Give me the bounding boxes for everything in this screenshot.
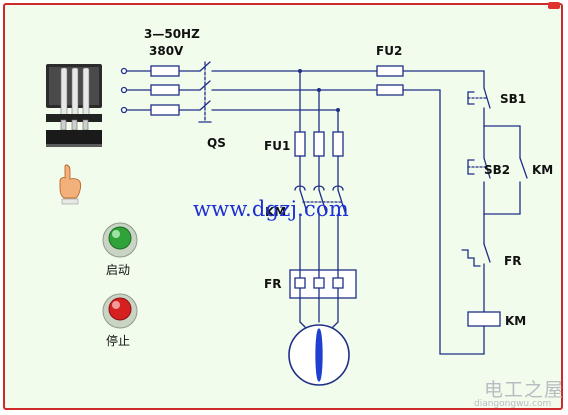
km-aux-contact xyxy=(519,125,528,215)
fr-aux-contact xyxy=(461,243,491,313)
sb1-label: SB1 xyxy=(500,92,527,106)
fr-thermal-relay xyxy=(289,269,357,299)
sb2-contact xyxy=(467,157,491,215)
fu2-label: FU2 xyxy=(376,44,403,58)
watermark-url: www.dgzj.com xyxy=(193,197,349,221)
fr-aux-label: FR xyxy=(504,254,522,268)
km-aux-label: KM xyxy=(532,163,554,177)
km-main-label: KM xyxy=(265,205,287,219)
sb2-label: SB2 xyxy=(484,163,511,177)
fr-main-label: FR xyxy=(264,277,282,291)
sb1-contact xyxy=(467,87,491,127)
km-coil xyxy=(467,311,501,327)
supply-terminals xyxy=(120,67,128,114)
fu1-label: FU1 xyxy=(264,139,291,153)
pointing-hand-icon xyxy=(59,164,82,205)
start-button[interactable] xyxy=(102,222,138,258)
motor-icon xyxy=(288,321,350,386)
stop-button[interactable] xyxy=(102,293,138,329)
stop-label: 停止 xyxy=(106,334,131,348)
three-phase-switch-icon xyxy=(46,64,102,147)
watermark-domain: diangongwu.com xyxy=(474,399,552,409)
corner-mark xyxy=(548,2,560,9)
qs-label: QS xyxy=(207,136,226,150)
supply-voltage-label: 380V xyxy=(149,44,184,58)
km-main-contacts xyxy=(294,185,346,213)
supply-frequency-label: 3—50HZ xyxy=(144,27,200,41)
km-coil-label: KM xyxy=(505,314,527,328)
watermark-logo: 电工之屋 xyxy=(484,379,565,401)
start-label: 启动 xyxy=(106,263,131,277)
